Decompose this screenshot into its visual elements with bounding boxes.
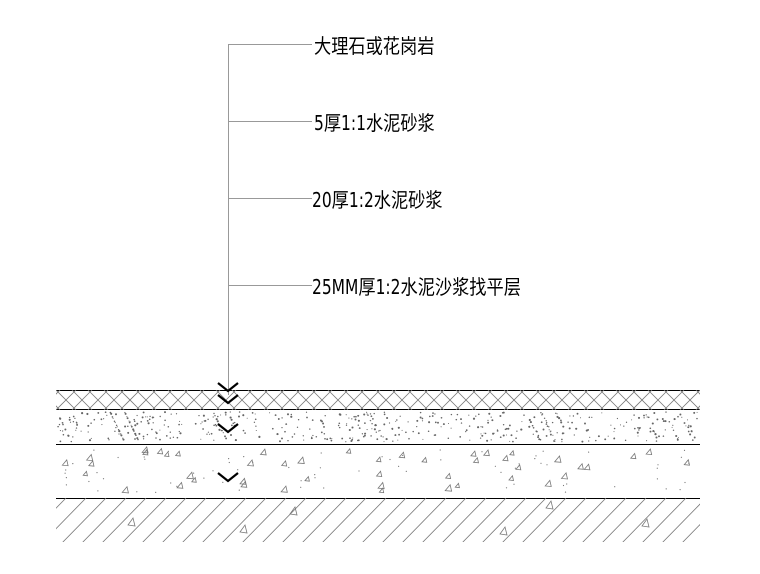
chevron-icon [217,423,239,434]
leveling-layer-aggregate [61,446,691,494]
label-layer2: 5厚1:1水泥砂浆 [314,111,435,135]
leader-line [228,44,312,395]
label-layer1: 大理石或花岗岩 [314,34,435,58]
ground-aggregate [127,500,650,536]
label-layer4: 25MM厚1:2水泥沙浆找平层 [312,275,521,299]
chevron-icon [217,472,239,483]
mortar-layer-dots [57,411,698,443]
ground-hatch [56,498,700,542]
chevron-icon [217,382,239,393]
label-layer3: 20厚1:2水泥砂浆 [312,188,443,212]
marble-layer-hatch [56,390,700,410]
chevron-icon [217,394,239,405]
layer-boundaries [56,390,700,499]
chevron-markers [217,382,239,483]
